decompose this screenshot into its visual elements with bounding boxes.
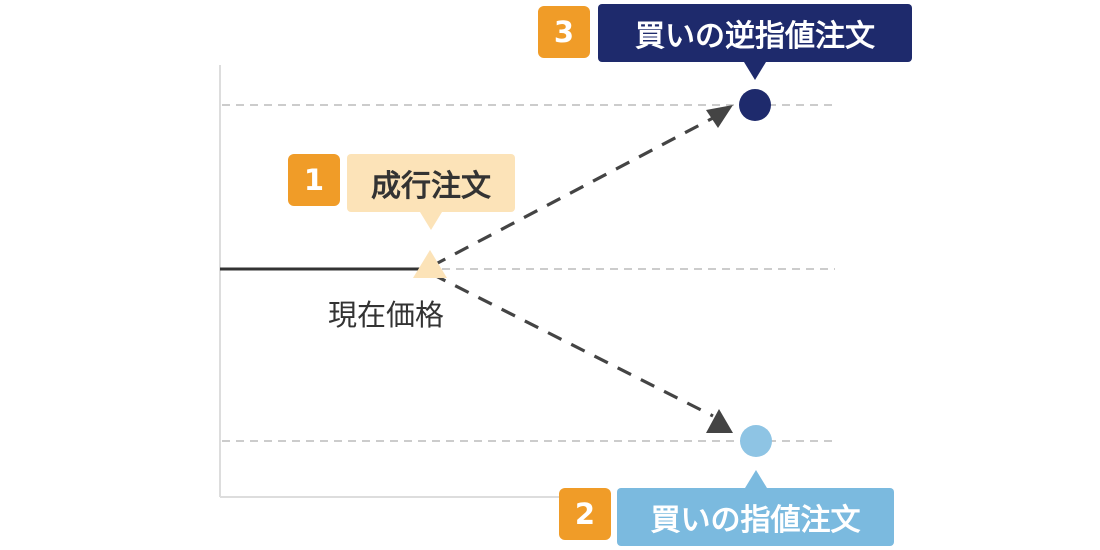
stop-order-dot	[739, 89, 771, 121]
order-3-number-badge: 3	[538, 6, 590, 58]
order-2-number-badge: 2	[559, 488, 611, 540]
current-price-label: 現在価格	[327, 298, 444, 332]
current-price-marker-icon	[413, 250, 447, 278]
arrowhead-up-icon	[706, 105, 733, 128]
arrowhead-down-icon	[706, 409, 733, 433]
arrow-to-limit-order	[431, 272, 714, 418]
arrow-to-stop-order	[431, 116, 714, 268]
stop-order-callout: 買いの逆指値注文	[598, 4, 912, 62]
limit-order-callout: 買いの指値注文	[617, 488, 894, 546]
order-1-number-badge: 1	[288, 154, 340, 206]
market-order-callout: 成行注文	[347, 154, 515, 212]
limit-order-dot	[740, 425, 772, 457]
